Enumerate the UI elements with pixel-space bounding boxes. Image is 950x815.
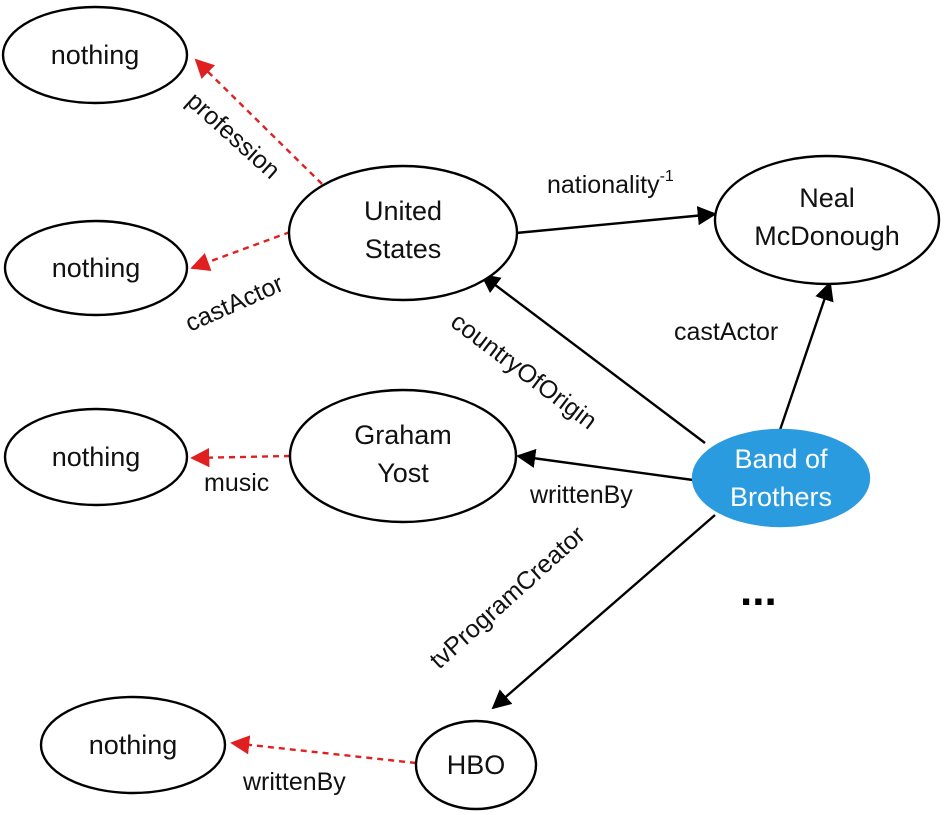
node-label: nothing: [51, 40, 140, 70]
node-neal-mcdonough: Neal McDonough: [713, 154, 941, 286]
edge-cast-actor-missing: [190, 230, 291, 272]
edge-cast-actor: [778, 281, 834, 431]
node-label-line-2: States: [365, 234, 442, 264]
node-label: nothing: [52, 253, 141, 283]
node-label-line-2: McDonough: [754, 221, 900, 251]
node-nothing-profession: nothing: [1, 5, 189, 105]
node-hbo: HBO: [414, 719, 538, 811]
node-united-states: United States: [287, 164, 519, 302]
edge-label-written-by: writtenBy: [529, 481, 633, 509]
edge-label-tv-program-creator: tvProgramCreator: [424, 521, 590, 675]
node-nothing-cast-actor: nothing: [3, 219, 189, 317]
node-graham-yost: Graham Yost: [288, 388, 518, 524]
edge-label-cast-actor: castActor: [674, 318, 778, 346]
edge-profession: [194, 58, 323, 185]
edge-written-by-missing: [230, 735, 417, 765]
edge-nationality: [515, 206, 717, 235]
edge-label-nationality: nationality-1: [547, 168, 674, 199]
node-label-line-1: Graham: [354, 420, 452, 450]
node-label-line-2: Yost: [377, 458, 429, 488]
more-relations-ellipsis: ...: [740, 566, 777, 615]
edge-label-written-by-missing: writtenBy: [242, 768, 346, 796]
edge-label-nationality-sup: -1: [660, 168, 674, 185]
node-label: HBO: [447, 750, 506, 780]
edge-label-nationality-text: nationality: [547, 171, 660, 199]
node-label: nothing: [52, 442, 141, 472]
node-nothing-written-by: nothing: [39, 695, 227, 795]
edge-label-profession: profession: [181, 87, 285, 185]
node-label: nothing: [89, 730, 178, 760]
node-label-line-1: Neal: [799, 183, 855, 213]
edge-music: [190, 448, 291, 468]
node-label-line-1: Band of: [734, 444, 828, 474]
node-label-line-2: Brothers: [730, 482, 832, 512]
node-band-of-brothers: Band of Brothers: [691, 428, 871, 528]
edge-tv-program-creator: [491, 514, 716, 710]
edge-written-by: [516, 448, 694, 482]
node-label-line-1: United: [364, 196, 442, 226]
node-nothing-music: nothing: [3, 407, 189, 507]
edge-country-of-origin: [480, 273, 706, 444]
edge-label-cast-actor-missing: castActor: [181, 270, 288, 338]
edge-label-music: music: [204, 469, 269, 497]
